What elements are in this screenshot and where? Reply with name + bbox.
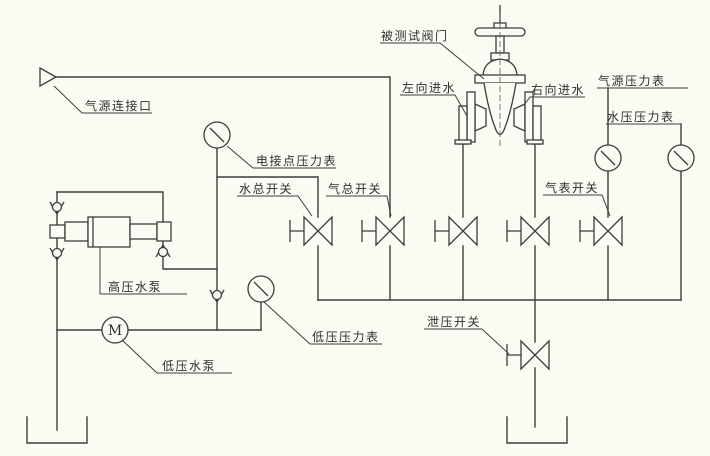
svg-text:被测试阀门: 被测试阀门 [381,28,449,43]
svg-text:高压水泵: 高压水泵 [108,279,162,294]
label-air-gauge-switch: 气表开关 [543,180,611,217]
air-supply-line [55,76,391,218]
svg-text:水压压力表: 水压压力表 [607,110,675,124]
label-lp-gauge: 低压压力表 [263,301,382,345]
valve-symbol-air-main [361,216,405,246]
valve-symbol-relief [506,340,550,370]
water-tank-right [506,416,568,444]
valve-symbol-water-main [289,216,333,246]
valve-symbol-left-inlet [434,216,478,246]
label-right-inlet: 右向进水 [523,82,585,106]
water-tank-left [26,416,88,444]
label-air-connection: 气源连接口 [53,85,153,114]
left-flange [466,91,476,143]
manifold-line [317,170,682,428]
gauge-symbol-water-pressure [667,144,695,172]
label-water-main-switch: 水总开关 [237,182,313,217]
right-flange [524,91,534,143]
svg-text:气表开关: 气表开关 [545,180,599,195]
gauge-symbol-air-source [594,144,622,172]
gauge-symbol-low-pressure [247,275,275,303]
label-air-source-gauge: 气源压力表 [598,73,666,88]
label-test-valve: 被测试阀门 [380,28,485,80]
test-valve-drop-lines [462,143,609,218]
valve-symbol-air-gauge [579,216,623,246]
motor-symbol: M [101,316,129,344]
test-gate-valve [454,5,544,148]
svg-text:气源压力表: 气源压力表 [598,73,666,88]
svg-text:低压水泵: 低压水泵 [162,359,216,373]
label-hp-pump: 高压水泵 [99,247,187,295]
svg-text:气源连接口: 气源连接口 [85,98,153,113]
label-lp-pump: 低压水泵 [121,339,232,374]
svg-text:气总开关: 气总开关 [328,181,382,196]
label-air-main-switch: 气总开关 [326,181,392,217]
top-right-gauges [597,87,688,146]
label-left-inlet: 左向进水 [400,80,468,117]
svg-text:水总开关: 水总开关 [239,182,293,196]
svg-text:左向进水: 左向进水 [402,80,456,95]
svg-text:泄压开关: 泄压开关 [427,315,481,329]
main-water-line [216,147,319,331]
svg-text:右向进水: 右向进水 [531,82,585,97]
svg-text:低压压力表: 低压压力表 [312,330,380,344]
label-water-pressure-gauge: 水压压力表 [607,110,675,124]
air-source-connector-triangle [39,66,58,88]
lp-pump-line [56,301,262,331]
label-relief-switch: 泄压开关 [424,315,510,355]
hp-pump-symbol [49,216,172,248]
motor-letter: M [108,323,122,339]
svg-text:电接点压力表: 电接点压力表 [256,153,337,168]
valve-symbol-right-inlet [506,216,550,246]
label-electric-contact-gauge: 电接点压力表 [226,145,337,169]
gauge-symbol-electric-contact [203,121,231,149]
